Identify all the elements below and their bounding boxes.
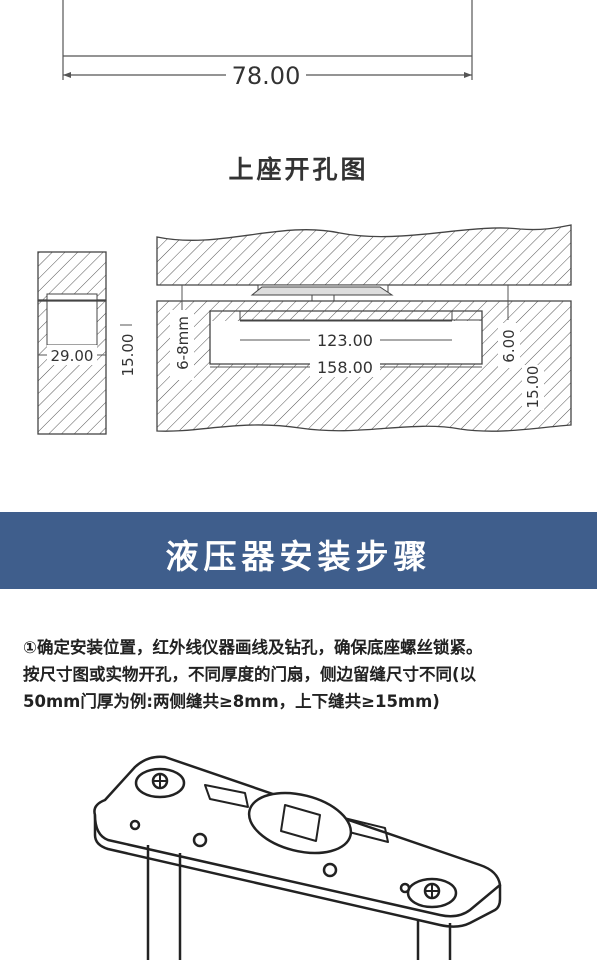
right-offset-label: 6.00 bbox=[500, 329, 518, 362]
depth-range-label: 6-8mm bbox=[174, 316, 192, 370]
left-top-block bbox=[37, 251, 107, 301]
step-1-text: ①确定安装位置，红外线仪器画线及钻孔，确保底座螺丝锁紧。 按尺寸图或实物开孔，不… bbox=[23, 634, 593, 715]
inner-length-label: 123.00 bbox=[317, 331, 373, 350]
top-dimension-label: 78.00 bbox=[232, 62, 301, 90]
section-banner bbox=[0, 512, 597, 589]
step-1-line-3: 50mm门厚为例:两侧缝共≥8mm，上下缝共≥15mm) bbox=[23, 692, 440, 711]
outer-length-label: 158.00 bbox=[317, 358, 373, 377]
top-dimension-drawing: 78.00 bbox=[62, 0, 473, 90]
step-1-line-2: 按尺寸图或实物开孔，不同厚度的门扇，侧边留缝尺寸不同(以 bbox=[23, 665, 477, 684]
hydraulic-plate-illustration bbox=[93, 755, 502, 960]
hole-drawing: 29.00 15.00 123.00 158.00 6-8mm 6.00 15.… bbox=[37, 224, 572, 435]
left-width-label: 29.00 bbox=[51, 347, 94, 365]
banner-title: 液压器安装步骤 bbox=[165, 537, 432, 576]
section-title: 上座开孔图 bbox=[228, 155, 369, 184]
left-depth-label: 15.00 bbox=[119, 334, 137, 377]
right-depth-label: 15.00 bbox=[524, 366, 542, 409]
upper-block bbox=[156, 224, 572, 286]
step-1-line-1: ①确定安装位置，红外线仪器画线及钻孔，确保底座螺丝锁紧。 bbox=[23, 638, 483, 657]
